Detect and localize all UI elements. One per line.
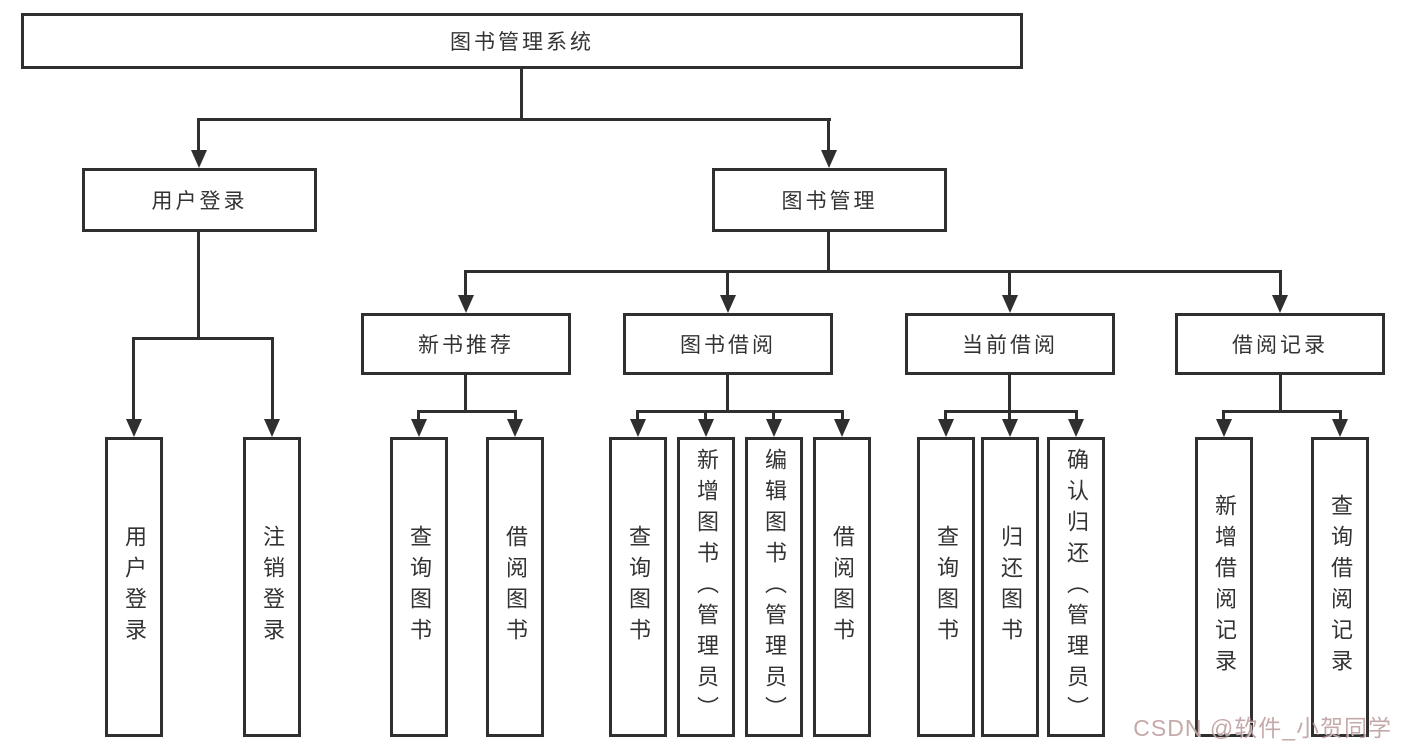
arrow-down-icon: [1216, 419, 1232, 437]
arrow-down-icon: [191, 150, 207, 168]
leaf-return-books: 归还图书: [981, 437, 1039, 737]
connector-line: [1279, 375, 1282, 410]
connector-line: [726, 375, 729, 410]
arrow-down-icon: [1068, 419, 1084, 437]
leaf-edit-books-admin: 编辑图书（管理员）: [745, 437, 803, 737]
node-current-borrow: 当前借阅: [905, 313, 1115, 375]
connector-line: [1339, 410, 1342, 421]
leaf-logout: 注销登录: [243, 437, 301, 737]
connector-line: [271, 337, 274, 419]
leaf-query-borrow-record: 查询借阅记录: [1311, 437, 1369, 737]
connector-line: [827, 232, 830, 270]
arrow-down-icon: [458, 295, 474, 313]
leaf-label: 新增借阅记录: [1212, 494, 1237, 680]
arrow-down-icon: [834, 419, 850, 437]
connector-line: [827, 118, 830, 151]
connector-line: [1075, 410, 1078, 421]
connector-line: [944, 410, 1078, 413]
connector-line: [772, 410, 775, 421]
leaf-add-books-admin: 新增图书（管理员）: [677, 437, 735, 737]
connector-line: [1222, 410, 1342, 413]
arrow-down-icon: [698, 419, 714, 437]
arrow-down-icon: [1332, 419, 1348, 437]
leaf-add-borrow-record: 新增借阅记录: [1195, 437, 1253, 737]
connector-line: [1008, 410, 1011, 421]
arrow-down-icon: [411, 419, 427, 437]
node-new-book-recommend: 新书推荐: [361, 313, 571, 375]
leaf-query-books-current: 查询图书: [917, 437, 975, 737]
leaf-label: 新增图书（管理员）: [694, 447, 719, 727]
connector-line: [197, 118, 831, 121]
leaf-confirm-return-admin: 确认归还（管理员）: [1047, 437, 1105, 737]
connector-line: [636, 410, 844, 413]
connector-line: [417, 410, 517, 413]
connector-line: [841, 410, 844, 421]
node-library-management-system: 图书管理系统: [21, 13, 1023, 69]
connector-line: [132, 337, 274, 340]
leaf-query-books-recommend: 查询图书: [390, 437, 448, 737]
arrow-down-icon: [1002, 295, 1018, 313]
leaf-label: 注销登录: [260, 525, 285, 649]
node-label: 图书管理系统: [450, 31, 594, 54]
connector-line: [1008, 270, 1011, 296]
leaf-borrow-books: 借阅图书: [813, 437, 871, 737]
leaf-label: 确认归还（管理员）: [1064, 447, 1089, 727]
node-user-login: 用户登录: [82, 168, 317, 232]
arrow-down-icon: [821, 150, 837, 168]
node-label: 图书借阅: [680, 334, 776, 357]
node-book-borrow: 图书借阅: [623, 313, 833, 375]
connector-line: [1222, 410, 1225, 421]
connector-line: [1279, 270, 1282, 296]
arrow-down-icon: [507, 419, 523, 437]
connector-line: [520, 69, 523, 118]
arrow-down-icon: [766, 419, 782, 437]
connector-line: [944, 410, 947, 421]
leaf-label: 归还图书: [998, 525, 1023, 649]
leaf-label: 查询图书: [626, 525, 651, 649]
leaf-borrow-books-recommend: 借阅图书: [486, 437, 544, 737]
connector-line: [464, 270, 467, 296]
connector-line: [417, 410, 420, 421]
arrow-down-icon: [126, 419, 142, 437]
node-book-management: 图书管理: [712, 168, 947, 232]
arrow-down-icon: [720, 295, 736, 313]
connector-line: [1008, 375, 1011, 410]
leaf-label: 用户登录: [122, 525, 147, 649]
arrow-down-icon: [630, 419, 646, 437]
connector-line: [197, 118, 200, 151]
node-label: 借阅记录: [1232, 334, 1328, 357]
arrow-down-icon: [938, 419, 954, 437]
node-label: 当前借阅: [962, 334, 1058, 357]
leaf-query-books-borrow: 查询图书: [609, 437, 667, 737]
leaf-label: 查询图书: [934, 525, 959, 649]
leaf-label: 查询借阅记录: [1328, 494, 1353, 680]
leaf-label: 查询图书: [407, 525, 432, 649]
arrow-down-icon: [1272, 295, 1288, 313]
connector-line: [704, 410, 707, 421]
arrow-down-icon: [264, 419, 280, 437]
arrow-down-icon: [1002, 419, 1018, 437]
leaf-label: 借阅图书: [830, 525, 855, 649]
connector-line: [636, 410, 639, 421]
node-borrow-records: 借阅记录: [1175, 313, 1385, 375]
leaf-user-login: 用户登录: [105, 437, 163, 737]
node-label: 图书管理: [781, 190, 878, 213]
connector-line: [464, 375, 467, 410]
node-label: 新书推荐: [418, 334, 514, 357]
leaf-label: 编辑图书（管理员）: [762, 447, 787, 727]
leaf-label: 借阅图书: [503, 525, 528, 649]
connector-line: [464, 270, 1282, 273]
connector-line: [132, 337, 135, 419]
connector-line: [514, 410, 517, 421]
connector-line: [197, 232, 200, 337]
connector-line: [726, 270, 729, 296]
node-label: 用户登录: [151, 190, 248, 213]
